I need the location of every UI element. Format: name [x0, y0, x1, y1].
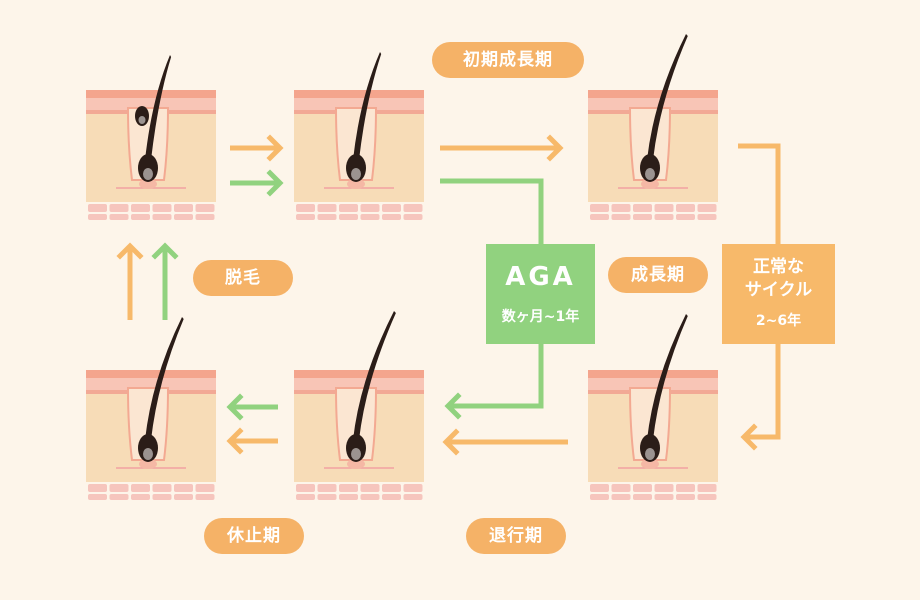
chevron-normal-up [116, 242, 144, 260]
label-growth: 成長期 [608, 257, 708, 293]
early-growth-stage [294, 52, 424, 220]
label-resting: 休止期 [204, 518, 304, 554]
hair-loss-stage [86, 55, 216, 220]
arrow-normal-return [746, 344, 781, 440]
arrow-aga-return [450, 344, 544, 409]
normal-cycle-box: 正常な サイクル 2~6年 [722, 244, 835, 344]
chevron-aga-return [444, 392, 462, 420]
chevron-normal-bottom-left [226, 427, 244, 455]
chevron-aga-bottom-left [226, 393, 244, 421]
aga-box: AGA 数ヶ月~1年 [486, 244, 595, 344]
label-hair-loss: 脱毛 [193, 260, 293, 296]
chevron-aga-up [151, 242, 179, 260]
label-regression: 退行期 [466, 518, 566, 554]
normal-cycle-title-2: サイクル [744, 280, 813, 300]
arrow-aga-down [440, 178, 544, 244]
growth-stage [588, 34, 718, 220]
chevron-normal-bottom-right [442, 428, 460, 456]
normal-cycle-duration: 2~6年 [755, 313, 802, 329]
aga-title: AGA [505, 262, 576, 292]
chevron-aga-top-left [266, 169, 284, 197]
resting-stage [86, 317, 216, 500]
normal-cycle-title-1: 正常な [753, 257, 804, 277]
regression-stage [588, 314, 718, 500]
chevron-normal-return [740, 423, 758, 451]
label-early-growth: 初期成長期 [432, 42, 584, 78]
chevron-normal-top-right [546, 134, 564, 162]
arrow-normal-down [738, 143, 781, 244]
transition-stage [294, 311, 424, 500]
chevron-normal-top-left [266, 134, 284, 162]
aga-duration: 数ヶ月~1年 [501, 309, 580, 325]
